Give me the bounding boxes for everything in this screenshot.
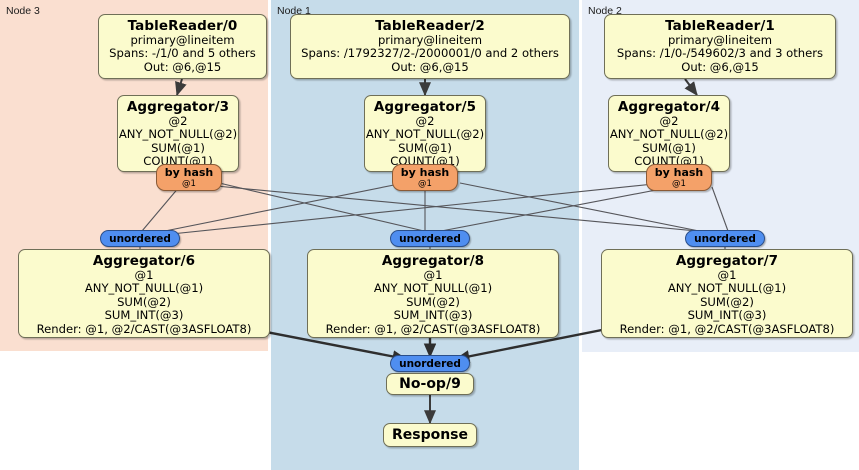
aggregator-8-box[interactable]: Aggregator/8 @1 ANY_NOT_NULL(@1) SUM(@2)… [307,249,559,338]
by-hash-router-node1[interactable]: by hash @1 [392,164,458,191]
table-reader-0-source: primary@lineitem [130,33,235,47]
aggregator-6-group: @1 [134,268,154,282]
aggregator-4-group: @2 [659,114,679,128]
unordered-sync-node1[interactable]: unordered [390,230,470,247]
table-reader-2-source: primary@lineitem [377,33,483,47]
no-op-9-box[interactable]: No-op/9 [386,373,474,395]
aggregator-3-box[interactable]: Aggregator/3 @2 ANY_NOT_NULL(@2) SUM(@1)… [117,95,239,172]
aggregator-4-title: Aggregator/4 [617,99,721,115]
table-reader-2-box[interactable]: TableReader/2 primary@lineitem Spans: /1… [290,14,570,79]
table-reader-1-out: Out: @6,@15 [681,59,759,74]
aggregator-8-agg1: ANY_NOT_NULL(@1) [373,281,493,296]
aggregator-8-group: @1 [423,268,443,282]
aggregator-8-render: Render: @1, @2/CAST(@3ASFLOAT8) [325,321,541,336]
by-hash-column-node1: @1 [418,179,432,189]
by-hash-router-node2[interactable]: by hash @1 [646,164,712,191]
aggregator-7-agg1: ANY_NOT_NULL(@1) [667,281,787,296]
aggregator-5-agg1: ANY_NOT_NULL(@2) [365,127,485,142]
aggregator-7-title: Aggregator/7 [675,253,779,269]
aggregator-3-agg2: SUM(@1) [151,140,205,155]
unordered-sync-node3[interactable]: unordered [100,230,180,247]
aggregator-6-agg1: ANY_NOT_NULL(@1) [84,281,204,296]
aggregator-6-agg2: SUM(@2) [117,294,171,309]
aggregator-6-agg3: SUM_INT(@3) [104,308,184,323]
unordered-sync-node2[interactable]: unordered [685,230,765,247]
aggregator-8-title: Aggregator/8 [381,253,485,269]
aggregator-6-title: Aggregator/6 [92,253,196,269]
table-reader-0-out: Out: @6,@15 [143,59,222,74]
aggregator-4-box[interactable]: Aggregator/4 @2 ANY_NOT_NULL(@2) SUM(@1)… [608,95,730,172]
table-reader-2-title: TableReader/2 [375,18,485,34]
by-hash-router-node3[interactable]: by hash @1 [156,164,222,191]
unordered-sync-final[interactable]: unordered [390,355,470,372]
table-reader-1-title: TableReader/1 [665,18,775,34]
aggregator-8-agg3: SUM_INT(@3) [393,308,473,323]
aggregator-5-group: @2 [415,114,435,128]
aggregator-5-title: Aggregator/5 [373,99,477,115]
aggregator-7-agg2: SUM(@2) [700,294,754,309]
aggregator-6-box[interactable]: Aggregator/6 @1 ANY_NOT_NULL(@1) SUM(@2)… [18,249,270,338]
by-hash-label-node1: by hash [400,166,450,179]
by-hash-label-node2: by hash [654,166,704,179]
by-hash-label-node3: by hash [164,166,214,179]
aggregator-4-agg1: ANY_NOT_NULL(@2) [609,127,729,142]
table-reader-1-box[interactable]: TableReader/1 primary@lineitem Spans: /1… [604,14,836,79]
aggregator-7-box[interactable]: Aggregator/7 @1 ANY_NOT_NULL(@1) SUM(@2)… [601,249,853,338]
aggregator-7-agg3: SUM_INT(@3) [687,308,767,323]
table-reader-2-out: Out: @6,@15 [391,59,469,74]
table-reader-0-spans: Spans: -/1/0 and 5 others [109,46,256,61]
aggregator-3-group: @2 [168,114,188,128]
aggregator-8-agg2: SUM(@2) [406,294,460,309]
table-reader-0-box[interactable]: TableReader/0 primary@lineitem Spans: -/… [98,14,267,79]
table-reader-2-spans: Spans: /1792327/2-/2000001/0 and 2 other… [301,46,559,61]
aggregator-5-agg2: SUM(@1) [398,140,452,155]
panel-label-node-3: Node 3 [6,5,40,17]
table-reader-0-title: TableReader/0 [127,18,238,34]
aggregator-3-title: Aggregator/3 [126,99,230,115]
by-hash-column-node3: @1 [182,179,196,189]
table-reader-1-spans: Spans: /1/0-/549602/3 and 3 others [616,46,824,61]
response-box[interactable]: Response [383,423,477,447]
aggregator-7-group: @1 [717,268,737,282]
by-hash-column-node2: @1 [672,179,686,189]
aggregator-4-agg2: SUM(@1) [642,140,696,155]
table-reader-1-source: primary@lineitem [667,33,773,47]
aggregator-3-agg1: ANY_NOT_NULL(@2) [118,127,238,142]
aggregator-6-render: Render: @1, @2/CAST(@3ASFLOAT8) [36,321,252,336]
aggregator-5-box[interactable]: Aggregator/5 @2 ANY_NOT_NULL(@2) SUM(@1)… [364,95,486,172]
aggregator-7-render: Render: @1, @2/CAST(@3ASFLOAT8) [619,321,835,336]
